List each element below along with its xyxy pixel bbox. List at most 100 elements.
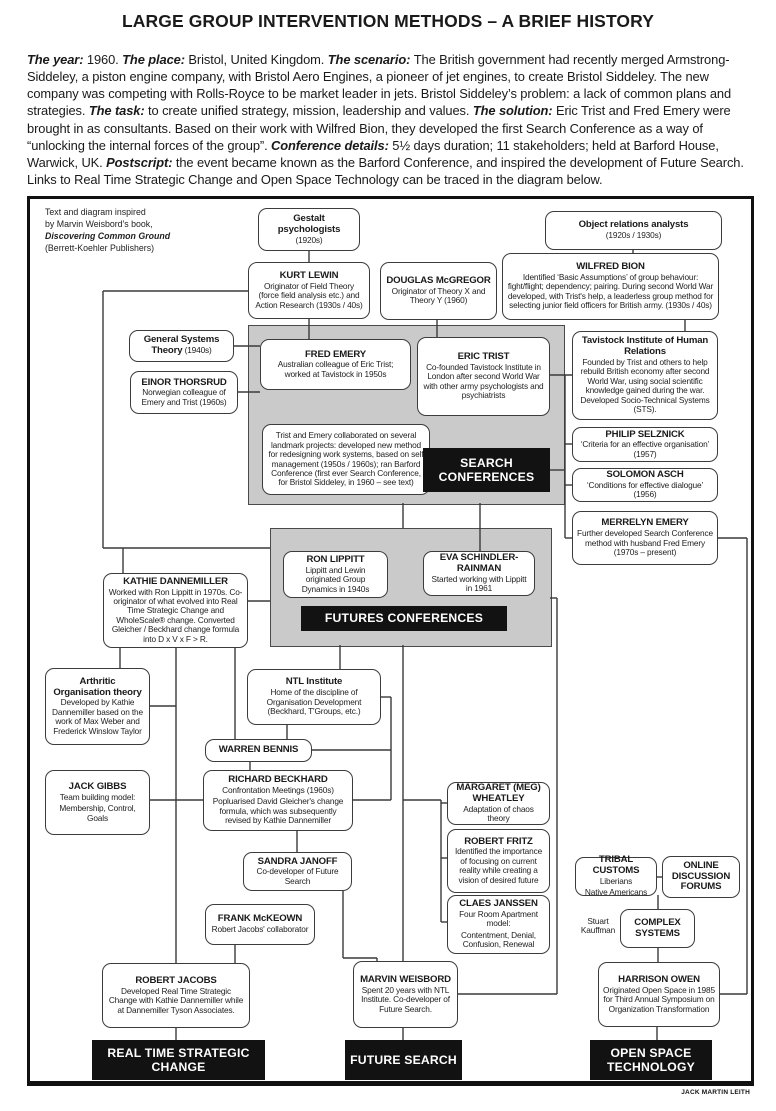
box-title: REAL TIME STRATEGIC CHANGE bbox=[107, 1045, 250, 1074]
box-title: Object relations analysts bbox=[578, 219, 689, 231]
open-space-technology: OPEN SPACE TECHNOLOGY bbox=[590, 1040, 712, 1080]
intro-lead-in: The year: bbox=[27, 52, 87, 67]
intro-lead-in: The place: bbox=[122, 52, 189, 67]
box-text: Liberians bbox=[599, 875, 633, 886]
futures-conferences: FUTURES CONFERENCES bbox=[301, 606, 507, 631]
box-title: EINOR THORSRUD bbox=[141, 376, 227, 388]
diagram-frame bbox=[27, 196, 754, 1086]
box-text: Popluarised David Gleicher's change form… bbox=[212, 796, 344, 826]
intro-text: the event became known as the Barford Co… bbox=[27, 154, 744, 188]
box-text: Trist and Emery collaborated on several … bbox=[268, 430, 424, 488]
page-title: LARGE GROUP INTERVENTION METHODS – A BRI… bbox=[122, 11, 654, 31]
box-title: FUTURE SEARCH bbox=[350, 1052, 457, 1067]
box-title: PHILIP SELZNICK bbox=[605, 428, 685, 440]
credit-line: Discovering Common Ground bbox=[45, 230, 171, 241]
intro-text: Bristol, United Kingdom. bbox=[188, 52, 328, 67]
box-title: ROBERT JACOBS bbox=[135, 974, 217, 986]
box-title: KATHIE DANNEMILLER bbox=[123, 575, 228, 587]
box-title: Arthritic Organisation theory bbox=[53, 675, 142, 698]
intro-lead-in: Conference details: bbox=[271, 137, 393, 153]
box-title: FUTURES CONFERENCES bbox=[324, 611, 484, 626]
box-title: EVA SCHINDLER-RAINMAN bbox=[439, 552, 519, 575]
intro-lead-in: The solution: bbox=[472, 103, 556, 119]
box-title: WILFRED BION bbox=[576, 261, 645, 273]
box-text: Four Room Apartment model: bbox=[459, 908, 538, 929]
box-text: Membership, Control, Goals bbox=[59, 803, 136, 823]
box-text: Spent 20 years with NTL Institute. Co-de… bbox=[361, 984, 450, 1014]
box-text: Stuart Kauffman bbox=[580, 915, 616, 935]
box-text: Lippitt and Lewin originated Group Dynam… bbox=[301, 564, 370, 594]
box-text: Developed by Kathie Dannemiller based on… bbox=[52, 697, 143, 736]
object-relations-analysts: Object relations analysts(1920s / 1930s) bbox=[545, 211, 722, 250]
box-text: Norwegian colleague of Emery and Trist (… bbox=[141, 387, 227, 407]
box-title: WARREN BENNIS bbox=[218, 744, 299, 756]
box-title: RON LIPPITT bbox=[306, 553, 365, 565]
online-discussion-forums: ONLINE DISCUSSION FORUMS bbox=[662, 856, 740, 898]
intro-text: 5½ days duration; 11 stakeholders; held … bbox=[27, 137, 719, 170]
box-text: Co-founded Tavistock Institute in London… bbox=[423, 361, 544, 401]
intro-lead-in: The scenario: bbox=[327, 52, 414, 67]
warren-bennis: WARREN BENNIS bbox=[205, 739, 312, 762]
box-title: KURT LEWIN bbox=[279, 269, 339, 281]
box-title: OPEN SPACE TECHNOLOGY bbox=[607, 1045, 695, 1074]
box-title: ONLINE DISCUSSION FORUMS bbox=[671, 859, 731, 893]
box-title: General Systems Theory (1940s) bbox=[143, 334, 220, 356]
trist-emery-collaboration: Trist and Emery collaborated on several … bbox=[262, 424, 430, 495]
future-search: FUTURE SEARCH bbox=[345, 1040, 462, 1080]
credit-line: Text and diagram inspired bbox=[45, 207, 146, 217]
box-text: Robert Jacobs' collaborator bbox=[211, 924, 309, 935]
box-text: Founded by Trist and others to help rebu… bbox=[580, 356, 710, 415]
box-text: Developed Real Time Strategic Change wit… bbox=[108, 985, 244, 1015]
box-title: ROBERT FRITZ bbox=[464, 835, 533, 847]
box-title: MARGARET (MEG) WHEATLEY bbox=[456, 782, 541, 805]
box-text: Identified ‘Basic Assumptions’ of group … bbox=[507, 271, 714, 311]
box-text: Home of the discipline of Organisation D… bbox=[266, 687, 362, 717]
gestalt-psychologists: Gestalt psychologists(1920s) bbox=[258, 208, 360, 251]
box-text: Identified the importance of focusing on… bbox=[454, 846, 543, 885]
search-conferences: SEARCH CONFERENCES bbox=[423, 448, 550, 492]
box-title: NTL Institute bbox=[285, 676, 343, 688]
intro-text: to create unified strategy, mission, lea… bbox=[148, 103, 473, 119]
complex-systems: COMPLEX SYSTEMS bbox=[620, 909, 695, 948]
box-title: RICHARD BECKHARD bbox=[228, 774, 328, 786]
box-title: Tavistock Institute of Human Relations bbox=[581, 335, 709, 358]
box-text: Further developed Search Conference meth… bbox=[577, 528, 713, 558]
author-credit: JACK MARTIN LEITH bbox=[681, 1089, 750, 1096]
box-text: Native Americans bbox=[584, 887, 648, 898]
box-text: Originator of Field Theory (force field … bbox=[255, 280, 363, 310]
real-time-strategic-change: REAL TIME STRATEGIC CHANGE bbox=[92, 1040, 265, 1080]
box-text: Australian colleague of Eric Trist; work… bbox=[277, 359, 394, 379]
box-text: Contentment, Denial, Confusion, Renewal bbox=[461, 929, 536, 950]
intro-text: 1960. bbox=[86, 52, 123, 67]
credit-line: by Marvin Weisbord's book, bbox=[45, 218, 153, 229]
stuart-kauffman: Stuart Kauffman bbox=[578, 913, 618, 939]
box-title: COMPLEX SYSTEMS bbox=[634, 916, 681, 939]
box-title-suffix: (1940s) bbox=[182, 345, 212, 355]
box-title: HARRISON OWEN bbox=[618, 973, 700, 985]
box-text: ‘Criteria for an effective organisation’… bbox=[580, 439, 710, 459]
box-subtitle: (1920s / 1930s) bbox=[605, 230, 662, 241]
box-text: Started working with Lippitt in 1961 bbox=[431, 573, 527, 594]
box-title: FRED EMERY bbox=[304, 348, 367, 360]
box-subtitle: (1920s) bbox=[295, 234, 323, 245]
box-text: Team building model: bbox=[59, 791, 136, 802]
intro-lead-in: The task: bbox=[88, 103, 149, 119]
box-title: JACK GIBBS bbox=[68, 780, 127, 792]
box-title: SEARCH CONFERENCES bbox=[438, 455, 535, 484]
